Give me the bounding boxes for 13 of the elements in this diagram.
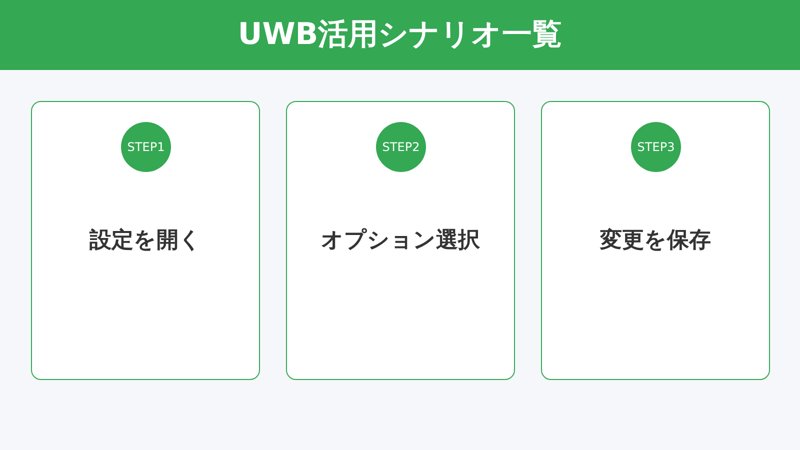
step-badge [121,122,171,172]
step-badge [376,122,426,172]
step-label: STEP3 [637,141,675,153]
step-title: 変更を保存 [600,228,711,253]
step-title: オプション選択 [321,228,480,253]
step-badge [631,122,681,172]
step-card [31,101,260,380]
page-title: UWB活用シナリオ一覧 [238,17,562,53]
step-label: STEP2 [382,141,420,153]
step-card [286,101,515,380]
step-label: STEP1 [127,141,165,153]
step-title: 設定を開く [90,228,202,253]
step-card [541,101,770,380]
